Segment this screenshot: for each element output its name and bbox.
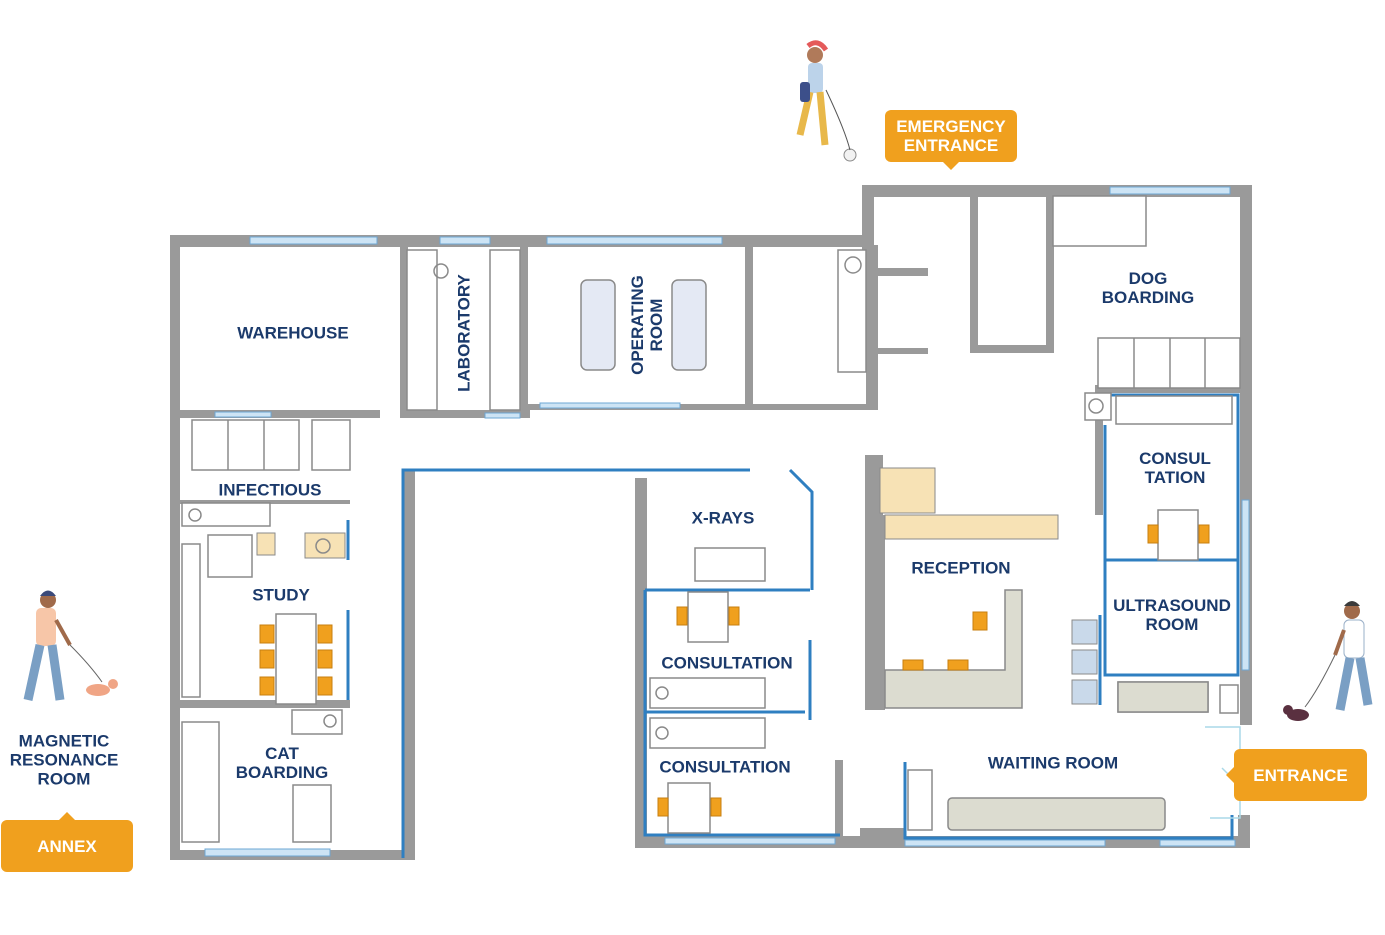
person-top-icon <box>796 40 857 162</box>
room-waiting-room: WAITING ROOM <box>987 753 1119 773</box>
room-magnetic-resonance: MAGNETIC RESONANCE ROOM <box>9 731 119 789</box>
annex-label: ANNEX <box>37 836 97 856</box>
room-consultation-2: CONSULTATION <box>659 757 791 777</box>
room-ultrasound: ULTRASOUND ROOM <box>1113 596 1231 634</box>
room-infectious: INFECTIOUS <box>218 480 322 500</box>
room-laboratory: LABORATORY <box>454 274 474 392</box>
room-cat-boarding: CAT BOARDING <box>235 744 329 782</box>
person-right-icon <box>1283 601 1373 721</box>
room-consultation-1: CONSULTATION <box>661 653 793 673</box>
chairs <box>259 524 1210 817</box>
entrance-label: ENTRANCE <box>1253 765 1348 785</box>
emergency-entrance-label: EMERGENCY ENTRANCE <box>896 117 1006 155</box>
room-warehouse: WAREHOUSE <box>237 323 349 343</box>
insulated-walls <box>346 393 1240 858</box>
ultrasound-benches <box>1071 619 1098 705</box>
sinks <box>188 256 1104 740</box>
windows <box>204 186 1250 857</box>
person-left-icon <box>23 590 118 701</box>
room-dog-boarding: DOG BOARDING <box>1101 269 1195 307</box>
counters <box>884 589 1209 831</box>
room-study: STUDY <box>252 585 310 605</box>
emergency-entrance-tag: EMERGENCY ENTRANCE <box>885 110 1017 170</box>
entrance-tag: ENTRANCE <box>1226 749 1367 801</box>
operating-tables <box>580 279 707 371</box>
room-operating-room: OPERATING ROOM <box>628 275 666 375</box>
annex-tag: ANNEX <box>1 812 133 872</box>
room-x-rays: X-RAYS <box>691 508 755 528</box>
room-consultation-3: CONSUL TATION <box>1139 449 1211 487</box>
reception-desk <box>256 467 1059 559</box>
room-reception: RECEPTION <box>911 558 1011 578</box>
